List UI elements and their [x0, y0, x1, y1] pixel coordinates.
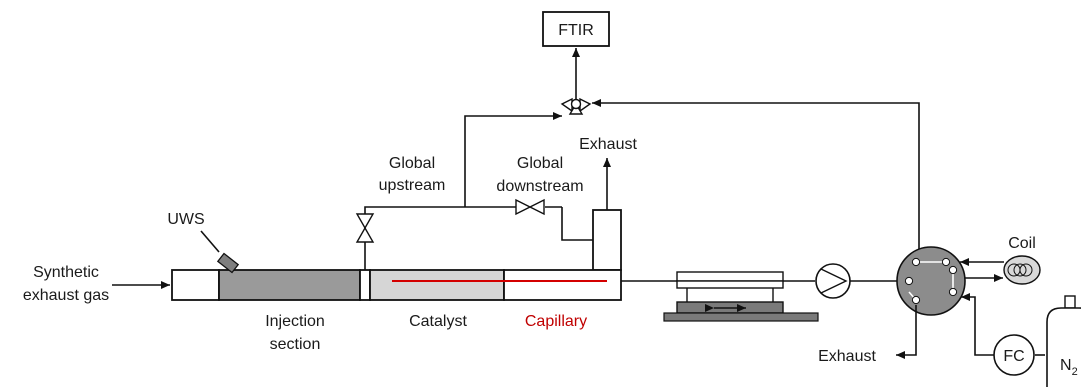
global-downstream-label-1: Global	[517, 155, 563, 172]
uws-injector-icon	[216, 252, 240, 274]
fc-circle	[993, 334, 1035, 376]
synthetic-label-2: exhaust gas	[23, 287, 109, 304]
upstream-valve-icon	[355, 213, 375, 243]
inlet-section	[171, 269, 220, 301]
return-line	[592, 99, 920, 252]
injection-section	[218, 269, 361, 301]
injection-label-1: Injection	[265, 313, 325, 330]
three-way-valve-icon	[560, 97, 592, 115]
exhaust-top-label: Exhaust	[579, 136, 637, 153]
capillary-label: Capillary	[525, 313, 587, 330]
fc-to-valve-line	[961, 293, 994, 356]
injection-label-2: section	[270, 336, 321, 353]
coil-icon	[1003, 255, 1041, 285]
coil-label: Coil	[1008, 235, 1036, 252]
ftir-box	[542, 11, 610, 47]
exhaust-bottom-line	[896, 305, 917, 359]
global-sample-line	[464, 112, 562, 207]
synthetic-label-1: Synthetic	[33, 264, 99, 281]
exhaust-chamber	[592, 209, 622, 271]
pump-icon	[815, 263, 851, 299]
catalyst-label: Catalyst	[409, 313, 467, 330]
global-upstream-label-2: upstream	[379, 177, 446, 194]
outlet-section	[503, 269, 622, 301]
uws-label: UWS	[167, 211, 204, 228]
exhaust-bottom-label: Exhaust	[818, 348, 876, 365]
uws-leader	[200, 230, 220, 253]
catalyst-section	[369, 269, 505, 301]
downstream-to-chamber	[561, 207, 593, 241]
six-port-valve-icon	[896, 246, 966, 316]
global-upstream-label-1: Global	[389, 155, 435, 172]
translation-stage	[663, 271, 819, 322]
upstream-line	[364, 206, 516, 270]
downstream-valve-icon	[515, 198, 545, 216]
ftir-label: FTIR	[558, 22, 594, 39]
n2-cylinder-icon	[1046, 295, 1081, 387]
global-downstream-label-2: downstream	[496, 178, 583, 195]
spacer-section	[359, 269, 371, 301]
n2-label: N2	[1060, 357, 1078, 378]
fc-label: FC	[1003, 348, 1024, 365]
